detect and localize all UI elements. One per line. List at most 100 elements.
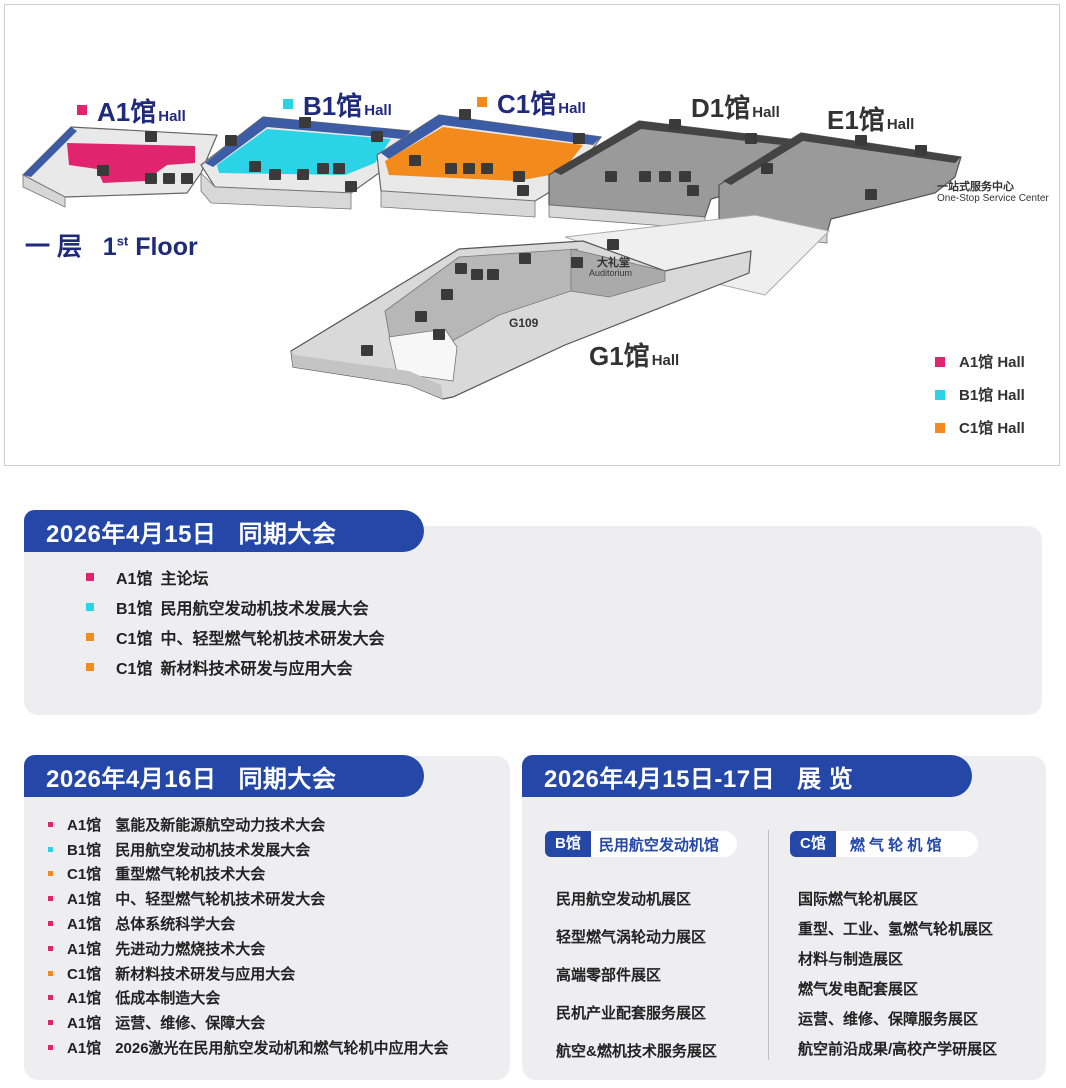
hall-a1-block xyxy=(21,126,218,208)
zone-item: 航空&燃机技术服务展区 xyxy=(556,1043,717,1060)
agenda-item: B1馆民用航空发动机技术发展大会 xyxy=(48,837,449,862)
hall-bullet-icon xyxy=(48,970,53,976)
agenda-item: A1馆主论坛 xyxy=(86,562,384,592)
agenda-item: A1馆运营、维修、保障大会 xyxy=(48,1010,449,1035)
hall-bullet-icon xyxy=(48,921,53,927)
floor-suffix: st xyxy=(116,233,129,249)
hall-bullet-icon xyxy=(48,896,53,902)
hall-bullet-icon xyxy=(48,846,53,852)
legend-label: C1馆 Hall xyxy=(959,420,1025,437)
hall-code: E1馆 xyxy=(827,105,885,135)
legend-item-c1: C1馆 Hall xyxy=(935,411,1025,444)
hall-suffix: Hall xyxy=(558,100,586,117)
hall-name: 燃 气 轮 机 馆 xyxy=(849,836,942,854)
legend-label: B1馆 Hall xyxy=(959,387,1025,404)
agenda-hall: C1馆 xyxy=(67,866,102,884)
hall-bullet-icon xyxy=(48,995,53,1001)
service-center-en: One-Stop Service Center xyxy=(937,193,1049,204)
hall-code: D1馆 xyxy=(691,93,751,123)
agenda-name: 重型燃气轮机技术大会 xyxy=(115,866,266,884)
floor-cn: 一 层 xyxy=(25,233,82,261)
section-date: 2026年4月16日 xyxy=(46,765,217,793)
room-label: G109 xyxy=(509,316,539,330)
agenda-name: 新材料技术研发与应用大会 xyxy=(160,661,353,678)
section-apr15-banner: 2026年4月15日同期大会 xyxy=(24,510,424,552)
b-hall-pill: B馆民用航空发动机馆 xyxy=(545,831,737,857)
c1-marker-icon xyxy=(477,97,487,107)
auditorium-cn: 大礼堂 xyxy=(597,257,630,269)
b-hall-zones: 民用航空发动机展区 轻型燃气涡轮动力展区 高端零部件展区 民机产业配套服务展区 … xyxy=(556,888,717,1078)
legend-item-a1: A1馆 Hall xyxy=(935,345,1025,378)
hall-d1-block xyxy=(548,120,807,230)
section-date: 2026年4月15日-17日 xyxy=(544,765,776,793)
a1-marker-icon xyxy=(77,105,87,115)
agenda-item: C1馆新材料技术研发与应用大会 xyxy=(86,652,384,682)
agenda-hall: C1馆 xyxy=(67,965,102,983)
agenda-hall: A1馆 xyxy=(116,571,153,588)
service-center-cn: 一站式服务中心 xyxy=(937,181,1014,193)
agenda-item: A1馆总体系统科学大会 xyxy=(48,911,449,936)
zone-item: 民机产业配套服务展区 xyxy=(556,1005,707,1022)
floor-number: 1 xyxy=(102,233,117,261)
hall-suffix: Hall xyxy=(158,108,186,125)
hall-bullet-icon xyxy=(48,945,53,951)
agenda-name: 民用航空发动机技术发展大会 xyxy=(160,601,369,618)
hall-tag: B馆 xyxy=(545,831,591,857)
zone-item: 轻型燃气涡轮动力展区 xyxy=(556,929,707,946)
hall-suffix: Hall xyxy=(752,104,780,121)
agenda-item: A1馆氢能及新能源航空动力技术大会 xyxy=(48,812,449,837)
hall-suffix: Hall xyxy=(886,116,915,133)
section-apr16-conferences xyxy=(24,756,510,1080)
agenda-name: 总体系统科学大会 xyxy=(115,916,236,934)
floor-en: Floor xyxy=(135,233,198,261)
agenda-hall: A1馆 xyxy=(67,816,102,834)
agenda-name: 低成本制造大会 xyxy=(115,990,221,1008)
agenda-name: 新材料技术研发与应用大会 xyxy=(115,965,296,983)
agenda-name: 氢能及新能源航空动力技术大会 xyxy=(115,816,326,834)
agenda-item: A1馆 2026激光在民用航空发动机和燃气轮机中应用大会 xyxy=(48,1035,449,1060)
hall-code: B1馆 xyxy=(303,91,363,121)
section-date: 2026年4月15日 xyxy=(46,520,217,548)
column-divider xyxy=(768,830,769,1060)
agenda-item: C1馆重型燃气轮机技术大会 xyxy=(48,862,449,887)
hall-bullet-icon xyxy=(86,633,94,641)
hall-c1-block xyxy=(376,114,603,218)
agenda-name: 2026激光在民用航空发动机和燃气轮机中应用大会 xyxy=(115,1040,449,1058)
agenda-item: C1馆中、轻型燃气轮机技术研发大会 xyxy=(86,622,384,652)
map-legend: A1馆 Hall B1馆 Hall C1馆 Hall xyxy=(935,345,1025,444)
zone-item: 高端零部件展区 xyxy=(556,967,662,984)
agenda-name: 运营、维修、保障大会 xyxy=(115,1015,266,1033)
hall-bullet-icon xyxy=(48,821,53,827)
agenda-name: 民用航空发动机技术发展大会 xyxy=(115,841,311,859)
hall-suffix: Hall xyxy=(651,352,680,369)
section-exhibition xyxy=(522,756,1046,1080)
auditorium-en: Auditorium xyxy=(589,268,633,278)
zone-item: 运营、维修、保障服务展区 xyxy=(798,1011,979,1028)
hall-bullet-icon xyxy=(86,663,94,671)
agenda-hall: A1馆 xyxy=(67,1040,102,1058)
legend-swatch xyxy=(935,422,945,433)
hall-suffix: Hall xyxy=(364,102,392,119)
section-apr16-banner: 2026年4月16日同期大会 xyxy=(24,755,424,797)
hall-b1-block xyxy=(200,116,412,210)
agenda-name: 先进动力燃烧技术大会 xyxy=(115,940,266,958)
agenda-item: C1馆新材料技术研发与应用大会 xyxy=(48,961,449,986)
legend-swatch xyxy=(935,356,945,367)
hall-g1-block xyxy=(290,240,752,400)
floor-map-drawing xyxy=(21,109,962,400)
hall-name: 民用航空发动机馆 xyxy=(598,836,719,854)
agenda-hall: C1馆 xyxy=(116,661,153,678)
legend-item-b1: B1馆 Hall xyxy=(935,378,1025,411)
c-hall-pill: C馆燃 气 轮 机 馆 xyxy=(790,831,978,857)
agenda-item: A1馆中、轻型燃气轮机技术研发大会 xyxy=(48,886,449,911)
zone-item: 航空前沿成果/高校产学研展区 xyxy=(798,1041,998,1058)
zone-item: 国际燃气轮机展区 xyxy=(798,891,919,908)
hall-bullet-icon xyxy=(48,871,53,877)
agenda-hall: A1馆 xyxy=(67,1015,102,1033)
zone-item: 材料与制造展区 xyxy=(798,951,904,968)
